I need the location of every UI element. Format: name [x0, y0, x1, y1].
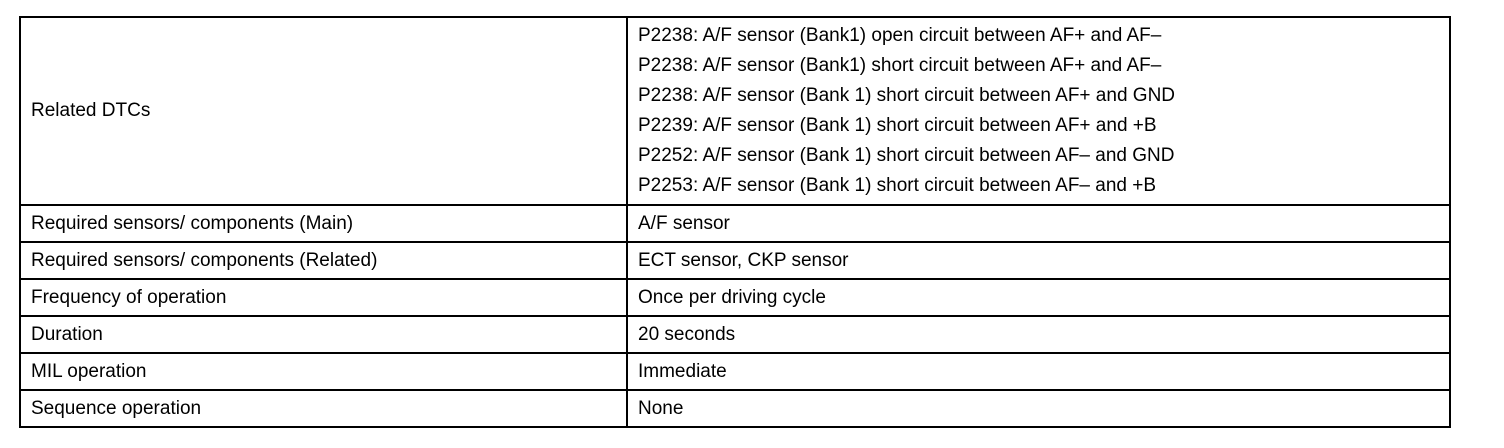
dtc-item: P2238: A/F sensor (Bank1) short circuit …	[638, 55, 1162, 76]
row-label: MIL operation	[19, 352, 628, 391]
dtc-list: P2238: A/F sensor (Bank1) open circuit b…	[626, 16, 1451, 206]
table-row-required-main: Required sensors/ components (Main) A/F …	[19, 204, 1451, 243]
table-row-frequency: Frequency of operation Once per driving …	[19, 278, 1451, 317]
table-row-related-dtcs: Related DTCs P2238: A/F sensor (Bank1) o…	[19, 16, 1451, 206]
monitor-spec-table: Related DTCs P2238: A/F sensor (Bank1) o…	[19, 16, 1451, 428]
row-value: Immediate	[626, 352, 1451, 391]
row-value: Once per driving cycle	[626, 278, 1451, 317]
row-label: Duration	[19, 315, 628, 354]
row-label: Frequency of operation	[19, 278, 628, 317]
row-label: Sequence operation	[19, 389, 628, 428]
dtc-item: P2239: A/F sensor (Bank 1) short circuit…	[638, 115, 1157, 136]
row-value: A/F sensor	[626, 204, 1451, 243]
table-row-sequence-operation: Sequence operation None	[19, 389, 1451, 428]
dtc-item: P2238: A/F sensor (Bank1) open circuit b…	[638, 25, 1162, 46]
row-label: Required sensors/ components (Main)	[19, 204, 628, 243]
table-row-required-related: Required sensors/ components (Related) E…	[19, 241, 1451, 280]
row-value: 20 seconds	[626, 315, 1451, 354]
dtc-item: P2252: A/F sensor (Bank 1) short circuit…	[638, 145, 1175, 166]
row-value: None	[626, 389, 1451, 428]
dtc-item: P2253: A/F sensor (Bank 1) short circuit…	[638, 175, 1157, 196]
row-value: ECT sensor, CKP sensor	[626, 241, 1451, 280]
row-label: Required sensors/ components (Related)	[19, 241, 628, 280]
dtc-item: P2238: A/F sensor (Bank 1) short circuit…	[638, 85, 1176, 106]
row-label: Related DTCs	[19, 16, 628, 206]
table-row-duration: Duration 20 seconds	[19, 315, 1451, 354]
table-row-mil-operation: MIL operation Immediate	[19, 352, 1451, 391]
